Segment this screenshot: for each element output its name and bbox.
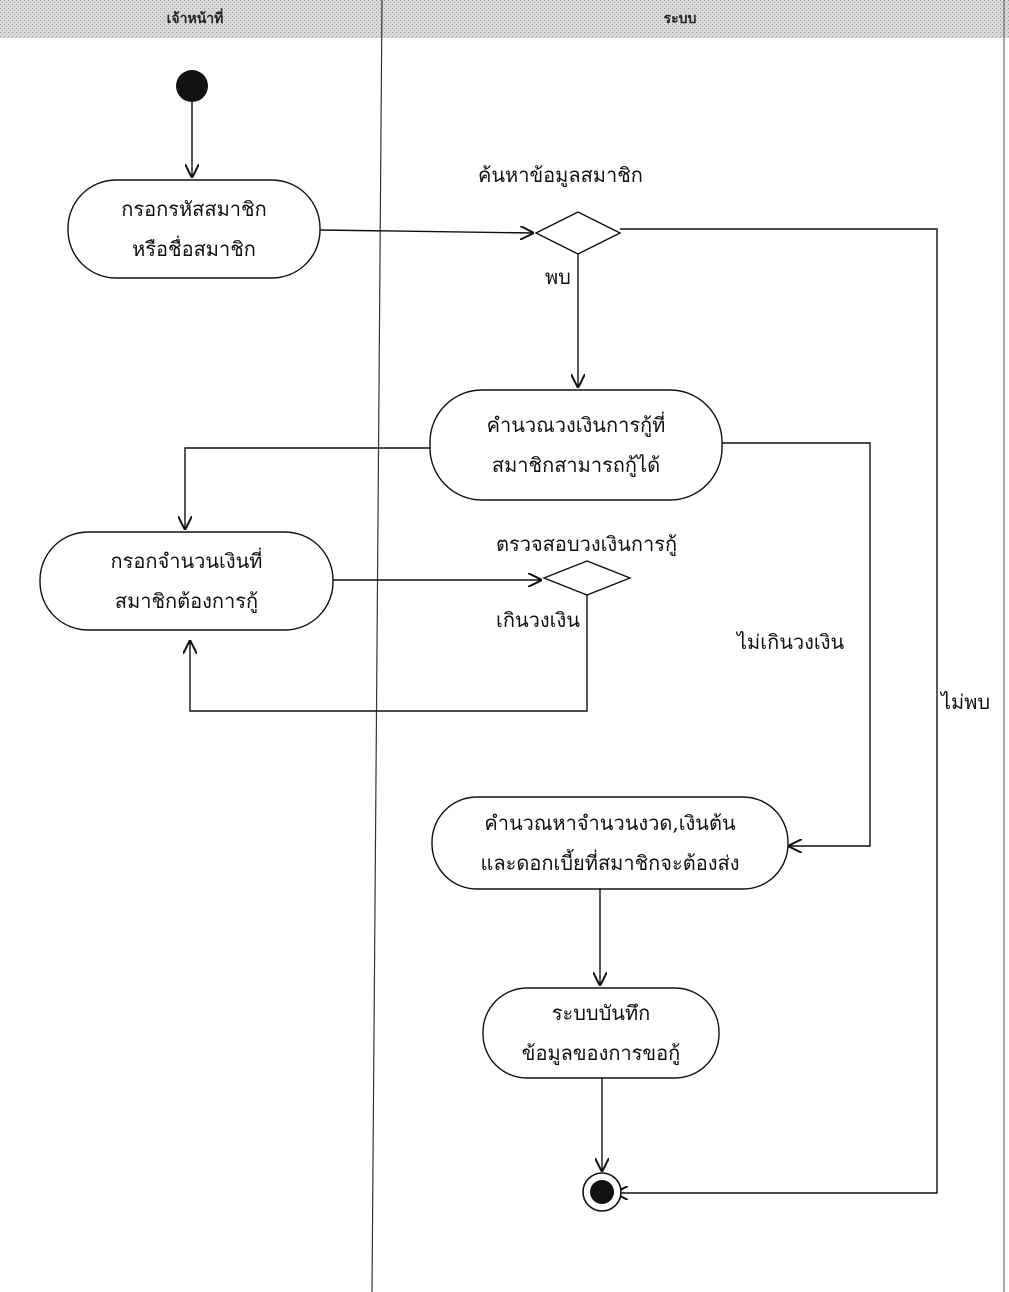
action-save-text: ระบบบันทึก ข้อมูลของการขอกู้ [483,993,719,1073]
action-save [482,987,720,1079]
action-enter-member-line1: กรอกรหัสสมาชิก [121,197,267,221]
action-calc-limit [429,389,723,501]
action-save-line2: ข้อมูลของการขอกู้ [521,1041,681,1065]
flow-to-search [319,230,534,233]
action-calc-limit-line2: สมาชิกสามารถกู้ได้ [491,453,661,477]
decision-check-limit [542,560,632,596]
action-enter-member-line2: หรือชื่อสมาชิก [132,237,256,261]
action-enter-member [67,179,321,279]
guard-over-limit: เกินวงเงิน [496,608,580,632]
lane-header-staff: เจ้าหน้าที่ [166,11,224,27]
action-calc-installment [431,796,789,890]
lane-header-band [0,0,1009,38]
action-calc-installment-line1: คำนวณหาจำนวนงวด,เงินต้น [484,811,736,835]
lane-divider [371,0,383,1292]
flow-over-limit [190,595,588,712]
initial-node [176,70,208,102]
decision-check-limit-label: ตรวจสอบวงเงินการกู้ [496,532,678,556]
action-save-line1: ระบบบันทึก [551,1001,651,1025]
action-calc-installment-line2: และดอกเบี้ยที่สมาชิกจะต้องส่ง [480,851,740,875]
action-calc-limit-text: คำนวณวงเงินการกู้ที่ สมาชิกสามารถกู้ได้ [430,405,722,485]
flow-not-found [614,228,938,1193]
action-enter-member-text: กรอกรหัสสมาชิก หรือชื่อสมาชิก [68,189,320,269]
action-enter-amount-line2: สมาชิกต้องการกู้ [114,589,259,613]
final-node [590,1180,614,1204]
action-enter-amount-line1: กรอกจำนวนเงินที่ [110,549,263,573]
action-calc-limit-line1: คำนวณวงเงินการกู้ที่ [486,413,666,437]
guard-found: พบ [545,265,571,289]
flow-to-enter-amount [185,447,430,530]
decision-search [534,211,622,255]
lane-header-system: ระบบ [663,11,697,27]
guard-not-found: ไม่พบ [941,690,991,714]
action-enter-amount-text: กรอกจำนวนเงินที่ สมาชิกต้องการกู้ [40,541,333,621]
action-enter-amount [39,531,334,631]
flow-within-limit [722,442,871,846]
decision-search-label: ค้นหาข้อมูลสมาชิก [478,163,643,187]
action-calc-installment-text: คำนวณหาจำนวนงวด,เงินต้น และดอกเบี้ยที่สม… [432,803,788,883]
guard-within-limit: ไม่เกินวงเงิน [737,630,845,654]
